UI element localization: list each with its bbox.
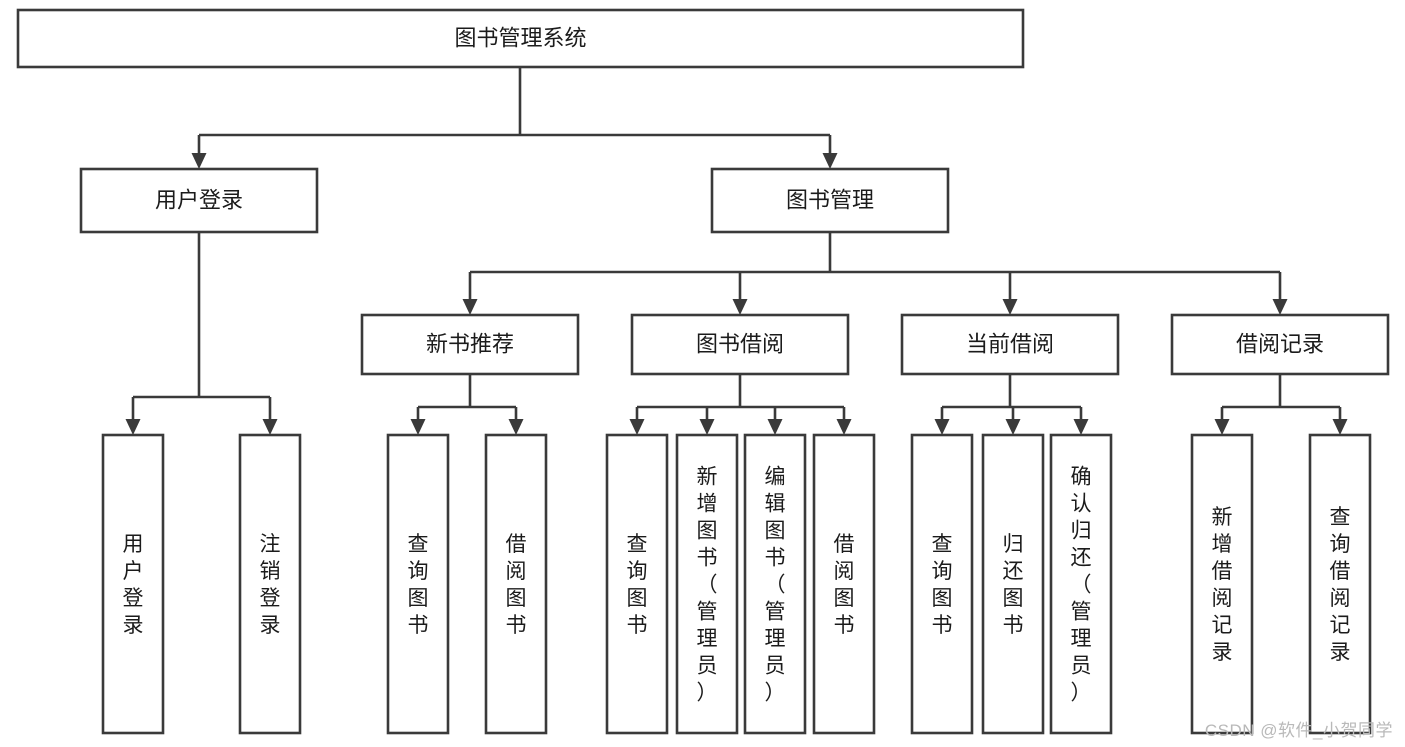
arrow-head-icon — [1073, 419, 1089, 435]
node-rect — [812, 433, 876, 735]
node-level2-0[interactable]: 用户登录 — [79, 167, 319, 234]
node-leaf-0[interactable]: 用户登录 — [101, 433, 165, 735]
node-rect — [675, 433, 739, 735]
node-leaf-4[interactable]: 查询图书 — [605, 433, 669, 735]
connectors-layer — [125, 67, 1348, 435]
node-rect — [743, 433, 807, 735]
node-label: 图书借阅 — [696, 331, 784, 356]
arrow-head-icon — [732, 299, 748, 315]
node-leaf-3[interactable]: 借阅图书 — [484, 433, 548, 735]
csdn-watermark: CSDN @软件_小贺同学 — [1204, 721, 1393, 740]
node-rect — [981, 433, 1045, 735]
arrow-head-icon — [1272, 299, 1288, 315]
node-label: 用户登录 — [123, 533, 144, 637]
node-label: 图书管理系统 — [454, 25, 586, 50]
node-label: 编辑图书（管理员） — [765, 466, 786, 705]
node-leaf-1[interactable]: 注销登录 — [238, 433, 302, 735]
node-label: 查询图书 — [932, 533, 953, 637]
node-level3-2[interactable]: 当前借阅 — [900, 313, 1120, 376]
node-rect — [386, 433, 450, 735]
node-label: 确认归还（管理员） — [1071, 466, 1092, 705]
arrow-head-icon — [699, 419, 715, 435]
node-rect — [16, 8, 1025, 69]
node-level2-1[interactable]: 图书管理 — [710, 167, 950, 234]
node-label: 图书管理 — [786, 187, 874, 212]
arrow-head-icon — [836, 419, 852, 435]
node-label: 新增图书（管理员） — [697, 466, 718, 705]
arrow-head-icon — [822, 153, 838, 169]
node-leaf-9[interactable]: 归还图书 — [981, 433, 1045, 735]
node-leaf-10[interactable]: 确认归还（管理员） — [1049, 433, 1113, 735]
node-rect — [1170, 313, 1390, 376]
arrow-head-icon — [262, 419, 278, 435]
arrow-head-icon — [191, 153, 207, 169]
arrow-head-icon — [767, 419, 783, 435]
node-level3-3[interactable]: 借阅记录 — [1170, 313, 1390, 376]
node-level3-1[interactable]: 图书借阅 — [630, 313, 850, 376]
node-label: 归还图书 — [1003, 533, 1024, 637]
node-rect — [910, 433, 974, 735]
arrow-head-icon — [1214, 419, 1230, 435]
arrow-head-icon — [125, 419, 141, 435]
node-rect — [484, 433, 548, 735]
node-label: 注销登录 — [260, 533, 281, 637]
node-label: 查询借阅记录 — [1330, 506, 1351, 664]
node-rect — [1190, 433, 1254, 735]
node-leaf-12[interactable]: 查询借阅记录 — [1308, 433, 1372, 735]
arrow-head-icon — [462, 299, 478, 315]
node-label: 借阅记录 — [1236, 331, 1324, 356]
node-label: 新书推荐 — [426, 331, 514, 356]
node-rect — [900, 313, 1120, 376]
node-level3-0[interactable]: 新书推荐 — [360, 313, 580, 376]
node-leaf-11[interactable]: 新增借阅记录 — [1190, 433, 1254, 735]
node-rect — [605, 433, 669, 735]
arrow-head-icon — [1332, 419, 1348, 435]
node-rect — [1049, 433, 1113, 735]
node-label: 新增借阅记录 — [1212, 506, 1233, 664]
nodes-layer: 图书管理系统用户登录图书管理新书推荐图书借阅当前借阅借阅记录用户登录注销登录查询… — [16, 8, 1390, 735]
node-label: 当前借阅 — [966, 331, 1054, 356]
node-leaf-7[interactable]: 借阅图书 — [812, 433, 876, 735]
node-label: 借阅图书 — [506, 533, 527, 637]
node-leaf-8[interactable]: 查询图书 — [910, 433, 974, 735]
arrow-head-icon — [508, 419, 524, 435]
node-leaf-5[interactable]: 新增图书（管理员） — [675, 433, 739, 735]
node-label: 借阅图书 — [834, 533, 855, 637]
node-label: 查询图书 — [627, 533, 648, 637]
node-label: 用户登录 — [155, 187, 243, 212]
node-root-system[interactable]: 图书管理系统 — [16, 8, 1025, 69]
arrow-head-icon — [1002, 299, 1018, 315]
arrow-head-icon — [629, 419, 645, 435]
node-rect — [360, 313, 580, 376]
node-rect — [710, 167, 950, 234]
node-leaf-2[interactable]: 查询图书 — [386, 433, 450, 735]
node-rect — [630, 313, 850, 376]
arrow-head-icon — [410, 419, 426, 435]
node-leaf-6[interactable]: 编辑图书（管理员） — [743, 433, 807, 735]
node-rect — [79, 167, 319, 234]
arrow-head-icon — [1005, 419, 1021, 435]
node-rect — [1308, 433, 1372, 735]
arrow-head-icon — [934, 419, 950, 435]
node-label: 查询图书 — [408, 533, 429, 637]
node-rect — [101, 433, 165, 735]
node-rect — [238, 433, 302, 735]
